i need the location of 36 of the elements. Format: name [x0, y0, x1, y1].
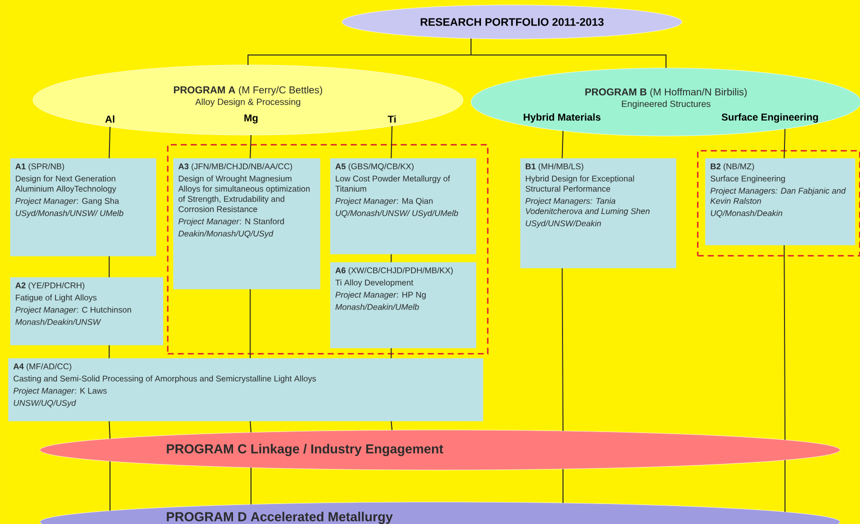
connector-line: [390, 420, 392, 431]
column-heading: Surface Engineering: [722, 113, 818, 123]
connector-line: [250, 420, 252, 433]
connector-line: [784, 460, 786, 512]
connector-line: [390, 254, 392, 263]
connector-line: [390, 348, 392, 359]
project-box: A2 (YE/PDH/CRH) Fatigue of Light Alloys Project Manager: C Hutchinson Monash/Deakin/UNSW: [10, 277, 164, 346]
project-box: B1 (MH/MB/LS) Hybrid Design for Exceptional Structural Performance Project Managers: Tania Vodenitcherova and Luming Shen USyd/UNSW/Deakin: [520, 158, 676, 268]
connector-line: [108, 344, 110, 359]
project-box: A6 (XW/CB/CHJD/PDH/MB/KX) Ti Alloy Development Project Manager: HP Ng Monash/Deakin/UMelb: [330, 262, 476, 348]
column-heading: Al: [105, 115, 114, 123]
connector-line: [562, 468, 564, 504]
column-heading: Ti: [388, 115, 396, 123]
connector-line: [562, 130, 564, 159]
project-box: A1 (SPR/NB) Design for Next Generation Aluminium AlloyTechnology Project Manager: Gang Sha USyd/Monash/UNSW/ UMelb: [10, 158, 156, 256]
connector-line: [108, 256, 110, 278]
program-band: PROGRAM D Accelerated Metallurgy: [40, 502, 840, 524]
connector-line: [784, 244, 786, 440]
program-band: PROGRAM C Linkage / Industry Engagement: [40, 430, 840, 470]
connector-line: [108, 126, 110, 159]
connector-line: [250, 467, 252, 505]
project-box: B2 (NB/MZ) Surface Engineering Project Managers: Dan Fabjanic and Kevin Ralston UQ/Monash/Deakin: [705, 158, 856, 246]
connector-line: [108, 420, 110, 440]
connector-line: [250, 134, 252, 159]
column-heading: Hybrid Materials: [524, 113, 600, 123]
dashed-frame: [167, 144, 488, 354]
connector-line: [470, 38, 666, 68]
project-box: A3 (JFN/MB/CHJD/NB/AA/CC) Design of Wrought Magnesium Alloys for simultaneous optimization of Strength, Extrudability and Corrosion Resistance Project Manager: N Stanford Deakin/Monash/UQ/USyd: [173, 158, 320, 290]
connector-line: [562, 268, 564, 432]
column-heading: Mg: [244, 114, 258, 124]
connector-line: [390, 126, 392, 159]
project-box: A4 (MF/AD/CC) Casting and Semi-Solid Processing of Amorphous and Semicrystalline Light Alloys Project Manager: K Laws UNSW/UQ/USyd: [8, 358, 484, 422]
dashed-frame: [697, 150, 860, 256]
connector-line: [784, 128, 786, 159]
connector-line: [250, 288, 251, 359]
project-box: A5 (GBS/MQ/CB/KX) Low Cost Powder Metallurgy of Titanium Project Manager: Ma Qian UQ/Monash/UNSW/ USyd/UMelb: [330, 158, 476, 254]
